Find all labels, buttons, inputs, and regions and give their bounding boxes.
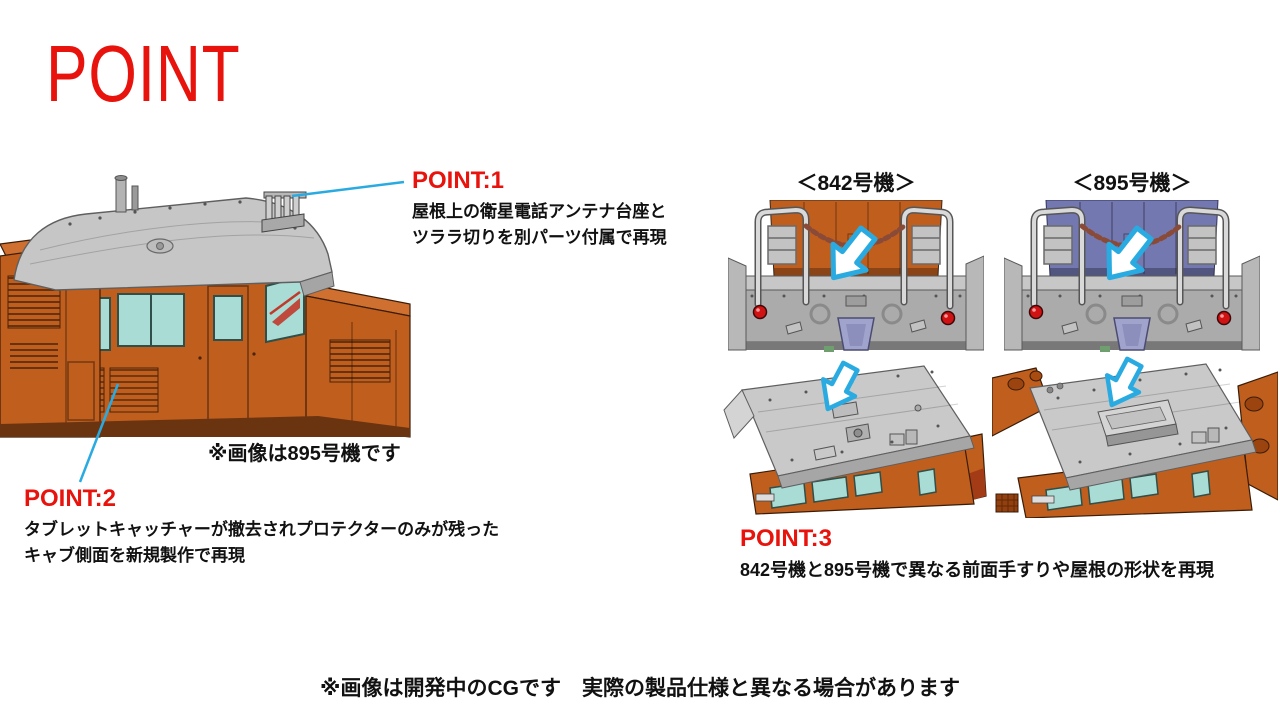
point-1-heading: POINT:1 bbox=[412, 167, 505, 194]
point-3-line-1: 842号機と895号機で異なる前面手すりや屋根の形状を再現 bbox=[740, 560, 1215, 580]
front-hood bbox=[305, 283, 411, 438]
leader-line-point1 bbox=[291, 180, 405, 198]
down-arrow-icon bbox=[1106, 225, 1154, 281]
front-view-842-image bbox=[728, 200, 984, 352]
roof-panel bbox=[723, 365, 975, 489]
walkway bbox=[741, 275, 971, 291]
tablet-protector bbox=[767, 225, 941, 265]
cab-roof bbox=[13, 197, 335, 297]
footer-note: ※画像は開発中のCGです 実際の製品仕様と異なる場合があります bbox=[320, 677, 960, 700]
body-edges bbox=[992, 367, 1278, 501]
point-1-line-1: 屋根上の衛星電話アンテナ台座と bbox=[412, 202, 667, 221]
tablet-protector bbox=[1043, 225, 1217, 265]
handrail bbox=[1030, 206, 1230, 310]
exhaust-stack bbox=[114, 175, 139, 213]
point-2-line-1: タブレットキャッチャーが撤去されプロテクターのみが残った bbox=[24, 520, 500, 539]
down-arrow-icon bbox=[1104, 356, 1144, 408]
point-3-note: POINT:3 842号機と895号機で異なる前面手すりや屋根の形状を再現 bbox=[740, 527, 1214, 583]
point-2-line-2: キャブ側面を新規製作で再現 bbox=[24, 546, 245, 565]
main-image-caption: ※画像は895号機です bbox=[208, 443, 401, 465]
point-3-heading: POINT:3 bbox=[740, 525, 833, 552]
point-1-line-2: ツララ切りを別パーツ付属で再現 bbox=[412, 228, 667, 247]
marker-light bbox=[752, 304, 956, 326]
leader-line-point2 bbox=[78, 383, 120, 483]
point-2-note: POINT:2 タブレットキャッチャーが撤去されプロテクターのみが残った キャブ… bbox=[24, 487, 499, 569]
down-arrow-icon bbox=[830, 225, 878, 281]
down-arrow-icon bbox=[820, 360, 860, 412]
underframe bbox=[0, 416, 410, 437]
roof-panel bbox=[1029, 363, 1257, 491]
marker-light bbox=[1028, 304, 1232, 326]
front-view-895-image bbox=[1004, 200, 1260, 352]
walkway bbox=[1017, 275, 1247, 291]
variant-label-842: ＜842号機＞ bbox=[796, 172, 916, 195]
point-1-note: POINT:1 屋根上の衛星電話アンテナ台座と ツララ切りを別パーツ付属で再現 bbox=[412, 169, 667, 251]
roof-view-842-image bbox=[723, 360, 987, 515]
main-cg-image bbox=[0, 175, 411, 483]
point-2-heading: POINT:2 bbox=[24, 485, 117, 512]
variant-label-895: ＜895号機＞ bbox=[1072, 172, 1192, 195]
antenna-pedestal bbox=[261, 191, 307, 233]
handrail bbox=[754, 206, 954, 310]
page-title: POINT bbox=[46, 29, 241, 118]
coupler bbox=[824, 317, 875, 352]
roof-view-895-image bbox=[992, 356, 1278, 518]
coupler bbox=[1100, 317, 1151, 352]
